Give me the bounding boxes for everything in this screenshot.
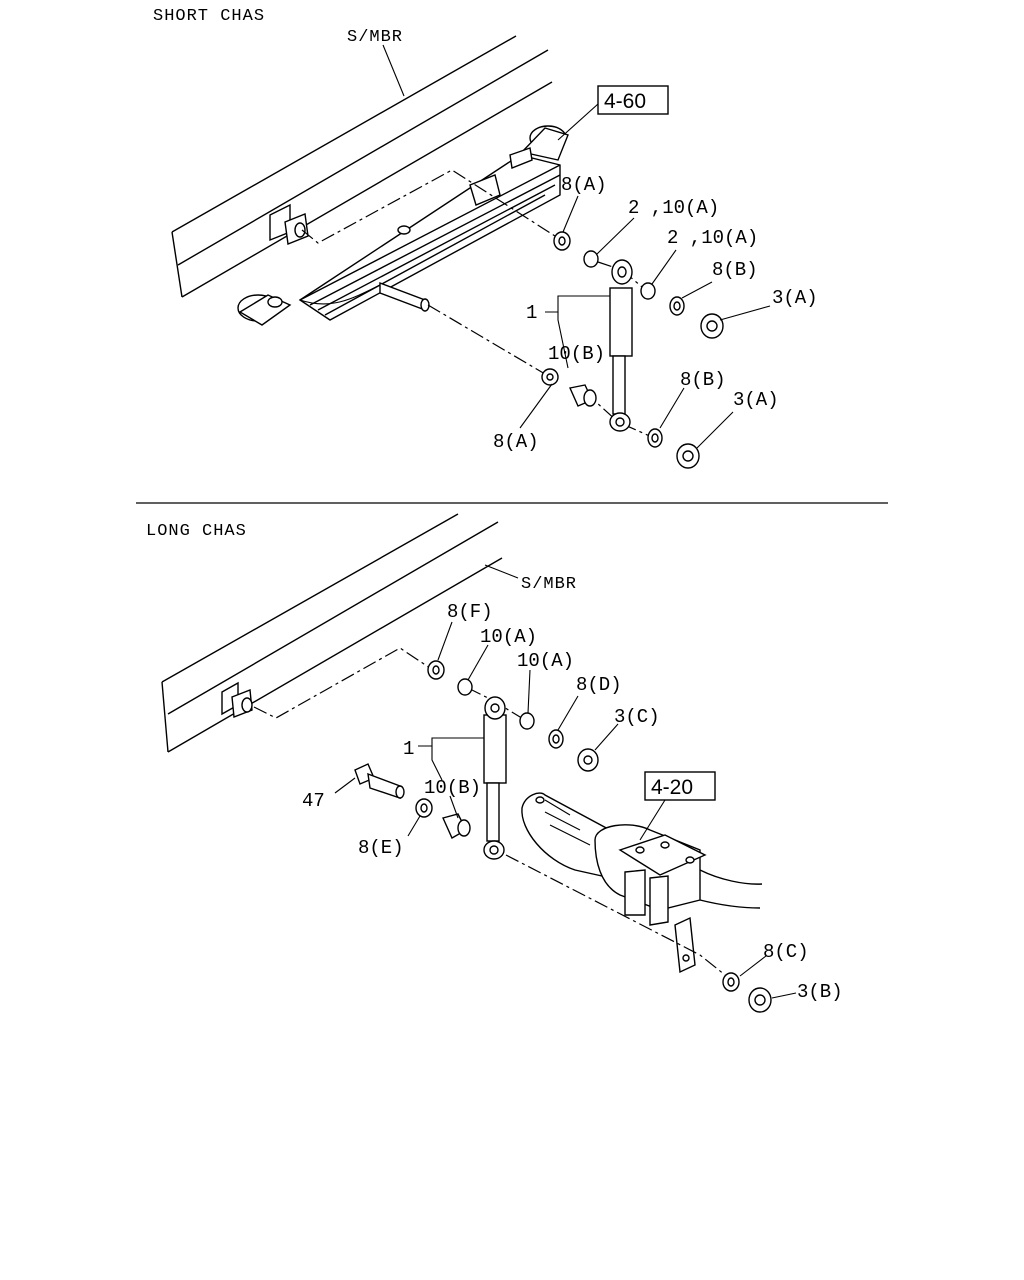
lower-bracket — [674, 916, 696, 974]
upper-alignment-line — [253, 647, 431, 719]
callout-47: 47 — [302, 790, 325, 812]
bushing-upper-rear — [640, 282, 656, 300]
section-title: LONG CHAS — [146, 522, 247, 541]
callout-3b: 3(B) — [797, 981, 843, 1003]
lower-pin — [379, 281, 430, 312]
callout-leaders — [334, 621, 797, 999]
svg-text:4-20: 4-20 — [651, 776, 693, 799]
callout-2-10a-second: 2 ,10(A) — [667, 227, 758, 249]
callout-10a-second: 10(A) — [517, 650, 574, 672]
member-leader — [382, 44, 405, 97]
section-title: SHORT CHAS — [153, 7, 265, 26]
ref-box-4-60[interactable]: 4-60 — [597, 85, 669, 115]
callout-10b: 10(B) — [424, 777, 481, 799]
shock-absorber — [609, 259, 633, 432]
callout-10b: 10(B) — [548, 343, 605, 365]
callout-3c: 3(C) — [614, 706, 660, 728]
callout-8a: 8(A) — [561, 174, 607, 196]
member-label: S/MBR — [521, 575, 577, 594]
svg-text:4-60: 4-60 — [604, 90, 646, 113]
callout-leaders — [519, 195, 771, 449]
callout-10a: 10(A) — [480, 626, 537, 648]
leaf-spring — [237, 125, 569, 326]
mount-bracket — [269, 203, 309, 245]
bushing-10a-front — [457, 678, 473, 696]
shock-absorber — [483, 696, 507, 860]
callout-8d: 8(D) — [576, 674, 622, 696]
long-chassis-section: LONG CHAS S/MBR — [146, 513, 843, 1013]
member-label: S/MBR — [347, 28, 403, 47]
callout-8c: 8(C) — [763, 941, 809, 963]
short-chassis-section: SHORT CHAS S/MBR — [153, 7, 818, 469]
callout-3a-lower: 3(A) — [733, 389, 779, 411]
bushing-upper-front — [583, 250, 599, 268]
callout-8b: 8(B) — [712, 259, 758, 281]
axle-housing — [521, 792, 763, 926]
side-member — [171, 35, 553, 298]
callout-8e: 8(E) — [358, 837, 404, 859]
callout-1: 1 — [403, 738, 414, 760]
lower-alignment-line — [505, 854, 726, 976]
callout-8a-lower: 8(A) — [493, 431, 539, 453]
callout-3a: 3(A) — [772, 287, 818, 309]
callout-8f: 8(F) — [447, 601, 493, 623]
lower-alignment-line — [427, 304, 546, 375]
bolt-47 — [354, 763, 405, 799]
callout-1: 1 — [526, 302, 537, 324]
callout-8b-lower: 8(B) — [680, 369, 726, 391]
upper-alignment-line — [301, 169, 559, 244]
callout-2-10a: 2 ,10(A) — [628, 197, 719, 219]
side-member — [161, 513, 503, 753]
mount-bracket — [221, 681, 253, 718]
member-leader — [484, 564, 519, 579]
ref-box-4-20[interactable]: 4-20 — [644, 771, 716, 801]
bushing-10a-rear — [519, 712, 535, 730]
